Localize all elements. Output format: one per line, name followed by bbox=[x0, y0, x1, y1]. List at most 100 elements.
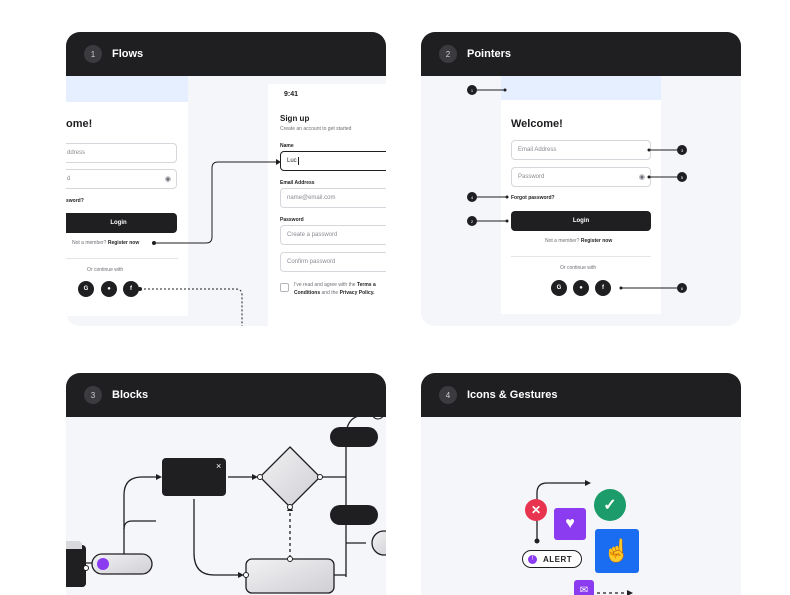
card-blocks: 3 Blocks bbox=[66, 373, 386, 595]
terminal-pill-mid bbox=[330, 505, 378, 525]
apple-icon: ● bbox=[579, 285, 583, 291]
password-placeholder: d bbox=[67, 176, 71, 182]
card-number-badge: 3 bbox=[84, 386, 102, 404]
card-header: 3 Blocks bbox=[66, 373, 386, 417]
close-icon: × bbox=[216, 461, 221, 471]
close-circle-icon: ✕ bbox=[525, 499, 547, 521]
name-label: Name bbox=[280, 143, 294, 149]
forgot-password-link[interactable]: Forgot password? bbox=[511, 195, 555, 201]
continue-with-text: Or continue with bbox=[560, 265, 597, 271]
forgot-password-link[interactable]: sword? bbox=[66, 198, 84, 204]
card-number-badge: 1 bbox=[84, 45, 102, 63]
connector-start-dot bbox=[138, 287, 142, 291]
google-button[interactable]: G bbox=[551, 280, 567, 296]
email-field[interactable]: ddress bbox=[66, 143, 177, 163]
left-block-node bbox=[83, 565, 89, 571]
card-header: 4 Icons & Gestures bbox=[421, 373, 741, 417]
apple-button[interactable]: ● bbox=[573, 280, 589, 296]
password-placeholder: Password bbox=[518, 174, 545, 180]
card-number-badge: 4 bbox=[439, 386, 457, 404]
register-prompt: Not a member? Register now bbox=[545, 238, 612, 244]
privacy-link[interactable]: Privacy Policy. bbox=[339, 290, 375, 296]
facebook-dashed-connector bbox=[140, 288, 243, 326]
pointers-canvas: Welcome! Email Address Password ◉ Forgot… bbox=[421, 76, 741, 326]
flows-canvas: ome! ddress d ◉ sword? Login Not a membe… bbox=[66, 76, 386, 326]
pointer-lines bbox=[473, 88, 681, 290]
pointer-marker-3: 3 bbox=[677, 145, 687, 155]
pointer-marker-6: 6 bbox=[677, 283, 687, 293]
email-label: Email Address bbox=[280, 180, 315, 186]
process-block-grey bbox=[245, 558, 335, 594]
login-button[interactable]: Login bbox=[511, 211, 651, 231]
pointer-marker-4: 4 bbox=[467, 192, 477, 202]
curved-arrow-top bbox=[536, 482, 589, 541]
signup-email-field[interactable]: name@email.com bbox=[280, 188, 386, 208]
register-to-name-connector bbox=[154, 161, 280, 244]
password-label: Password bbox=[280, 217, 304, 223]
flow-connectors bbox=[138, 159, 281, 326]
diamond-node-right bbox=[317, 474, 323, 480]
welcome-heading: ome! bbox=[66, 118, 93, 130]
password-field[interactable]: d ◉ bbox=[66, 169, 177, 189]
welcome-heading: Welcome! bbox=[511, 118, 563, 130]
facebook-button[interactable]: f bbox=[595, 280, 611, 296]
card-title: Blocks bbox=[112, 389, 149, 401]
register-prompt: Not a member? Register now bbox=[72, 240, 139, 246]
login-screen-partial: ome! ddress d ◉ sword? Login Not a membe… bbox=[66, 76, 188, 316]
eye-icon[interactable]: ◉ bbox=[164, 176, 171, 183]
pointer-end-dot bbox=[503, 88, 507, 92]
confirm-password-field[interactable]: Confirm password bbox=[280, 252, 386, 272]
create-password-field[interactable]: Create a password bbox=[280, 225, 386, 245]
card-title: Flows bbox=[112, 48, 144, 60]
not-member-text: Not a member? bbox=[72, 240, 107, 246]
terms-link-part[interactable]: Terms a bbox=[356, 282, 376, 288]
apple-button[interactable]: ● bbox=[101, 281, 117, 297]
mail-icon: ✉ bbox=[574, 580, 594, 595]
arrow-head bbox=[238, 572, 244, 578]
pointer-end-dot bbox=[505, 195, 509, 199]
facebook-button[interactable]: f bbox=[123, 281, 139, 297]
pointer-marker-2: 2 bbox=[467, 216, 477, 226]
icons-canvas: ✕ ♥ ✓ ☝ ! ALERT ✉ bbox=[421, 417, 741, 595]
register-link[interactable]: Register now bbox=[580, 238, 613, 244]
line-start-dot bbox=[534, 538, 540, 544]
divider bbox=[66, 258, 178, 259]
register-link[interactable]: Register now bbox=[107, 240, 140, 246]
diamond-node-left bbox=[257, 474, 263, 480]
signup-subtitle: Create an account to get started bbox=[280, 126, 352, 132]
connector-rect-down bbox=[193, 499, 242, 576]
conditions-link[interactable]: Conditions bbox=[294, 290, 321, 296]
connector-start-dot bbox=[152, 241, 156, 245]
process-block-dark bbox=[162, 458, 226, 496]
status-bar-tint bbox=[501, 76, 661, 100]
signup-title: Sign up bbox=[280, 114, 310, 123]
pointer-marker-5: 5 bbox=[677, 172, 687, 182]
top-right-node bbox=[372, 417, 384, 420]
name-field[interactable]: Luc bbox=[280, 151, 386, 171]
toggle-block bbox=[91, 553, 153, 575]
google-button[interactable]: G bbox=[78, 281, 94, 297]
pointer-end-dot bbox=[647, 148, 651, 152]
eye-icon[interactable]: ◉ bbox=[638, 174, 645, 181]
gesture-lines bbox=[534, 480, 633, 595]
apple-icon: ● bbox=[107, 286, 111, 292]
status-time: 9:41 bbox=[284, 91, 299, 98]
alert-label: ALERT bbox=[543, 554, 573, 564]
arrow-head bbox=[627, 590, 633, 595]
arrow-head bbox=[276, 159, 281, 165]
signup-screen: 9:41 Sign up Create an account to get st… bbox=[268, 84, 386, 326]
arrow-head bbox=[252, 474, 258, 480]
card-title: Pointers bbox=[467, 48, 512, 60]
pointer-end-dot bbox=[619, 286, 623, 290]
name-value: Luc bbox=[287, 158, 297, 164]
decision-diamond bbox=[259, 446, 321, 508]
blocks-canvas: × bbox=[66, 417, 386, 595]
terms-checkbox[interactable] bbox=[280, 283, 289, 292]
left-dark-block-front bbox=[66, 549, 86, 587]
not-member-text: Not a member? bbox=[545, 238, 580, 244]
text-cursor bbox=[297, 157, 299, 165]
terms-and: and the bbox=[321, 290, 339, 296]
login-button[interactable]: Login bbox=[66, 213, 177, 233]
card-pointers: 2 Pointers Welcome! Email Address Passwo… bbox=[421, 32, 741, 326]
pointer-end-dot bbox=[647, 175, 651, 179]
